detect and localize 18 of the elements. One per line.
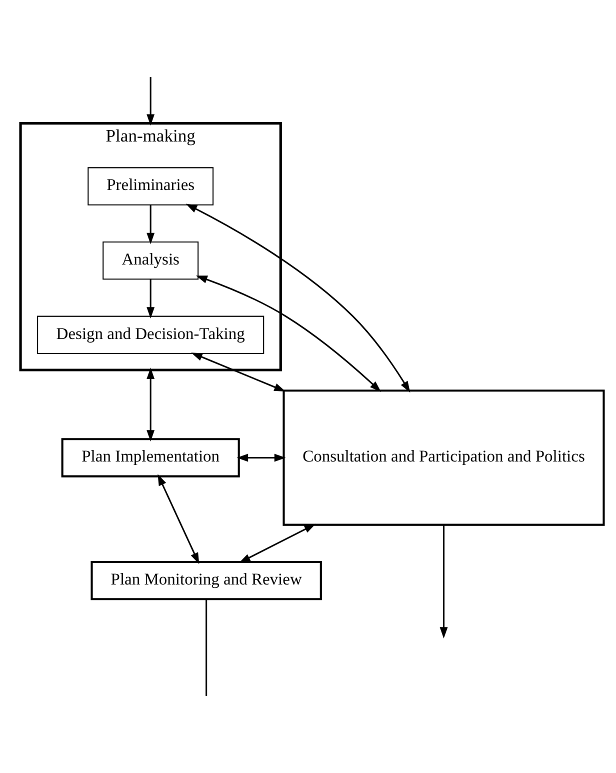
node-box: Preliminaries bbox=[88, 167, 214, 206]
node-box: Plan Implementation bbox=[61, 438, 240, 478]
arrow bbox=[158, 474, 200, 564]
arrow bbox=[146, 368, 155, 442]
arrow bbox=[146, 205, 155, 244]
arrow bbox=[440, 525, 448, 639]
arrow bbox=[146, 77, 155, 126]
arrow bbox=[196, 276, 382, 392]
arrow bbox=[191, 352, 286, 392]
node-box: Plan Monitoring and Review bbox=[90, 560, 322, 600]
arrow bbox=[186, 204, 410, 393]
arrow bbox=[236, 454, 286, 462]
arrow bbox=[146, 279, 155, 319]
node-box: Design and Decision-Taking bbox=[37, 316, 264, 354]
arrow bbox=[239, 524, 316, 563]
node-box: Analysis bbox=[102, 241, 199, 280]
connector bbox=[206, 599, 208, 696]
node-box: Consultation and Participation and Politics bbox=[282, 390, 605, 526]
